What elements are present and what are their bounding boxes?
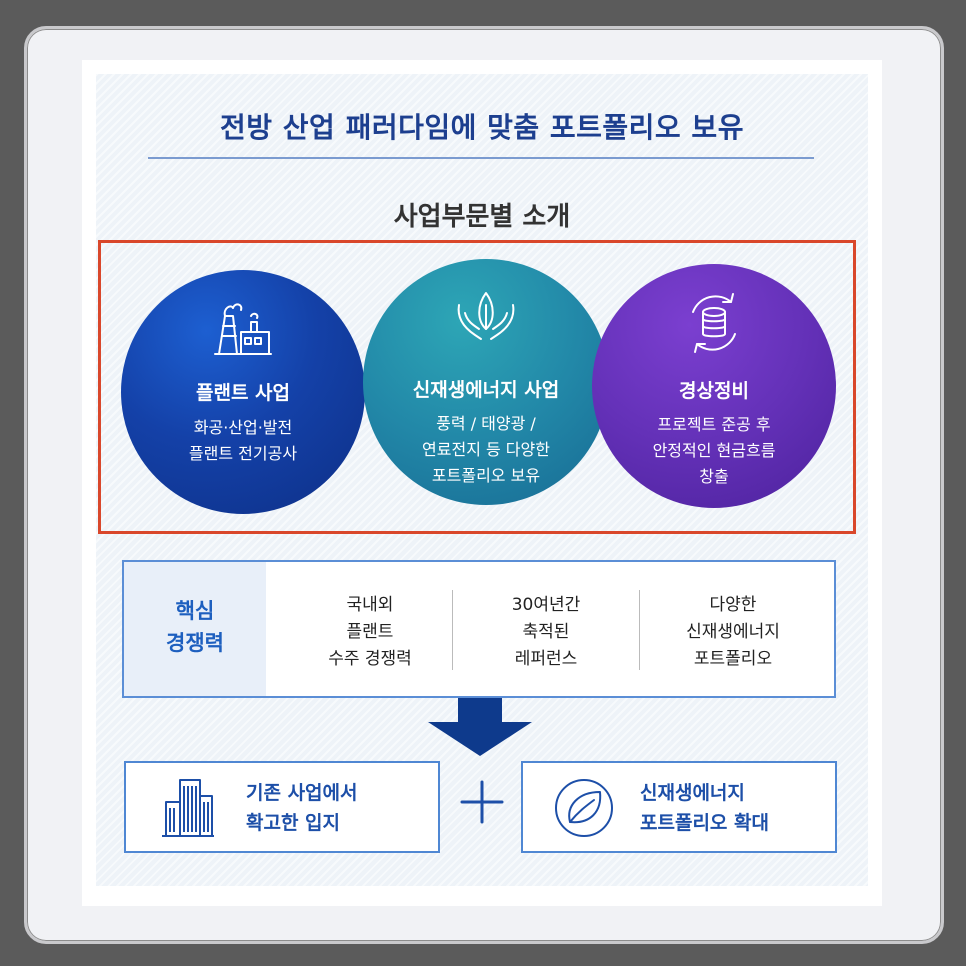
outcome-box-existing xyxy=(124,761,440,853)
outcome-line: 기존 사업에서 xyxy=(246,782,358,804)
desc-line: 창출 xyxy=(699,467,729,486)
business-desc: 풍력 / 태양광 / 연료전지 등 다양한 포트폴리오 보유 xyxy=(363,411,609,489)
desc-line: 화공·산업·발전 xyxy=(193,418,293,437)
desc-line: 플랜트 전기공사 xyxy=(188,444,298,463)
business-title: 플랜트 사업 xyxy=(195,382,290,404)
desc-line: 연료전지 등 다양한 xyxy=(422,440,550,459)
main-title: 전방 산업 패러다임에 맞춤 포트폴리오 보유 xyxy=(220,111,744,144)
core-item-line: 수주 경쟁력 xyxy=(328,649,412,669)
core-item: 다양한 신재생에너지 포트폴리오 xyxy=(648,592,818,673)
coins-cycle-icon xyxy=(681,290,747,360)
business-circle-maintenance: 경상정비 프로젝트 준공 후 안정적인 현금흐름 창출 xyxy=(592,264,836,508)
core-label-line: 핵심 xyxy=(175,599,215,623)
outcome-text: 신재생에너지 포트폴리오 확대 xyxy=(640,778,769,838)
desc-line: 안정적인 현금흐름 xyxy=(652,441,776,460)
business-title: 신재생에너지 사업 xyxy=(412,379,560,401)
plus-icon xyxy=(458,778,506,830)
core-label-line: 경쟁력 xyxy=(166,631,224,655)
core-item-line: 30여년간 xyxy=(511,595,581,615)
section-subtitle: 사업부문별 소개 xyxy=(393,202,571,232)
business-circle-renewable: 신재생에너지 사업 풍력 / 태양광 / 연료전지 등 다양한 포트폴리오 보유 xyxy=(363,259,609,505)
outcome-box-renewable xyxy=(521,761,837,853)
outcome-line: 신재생에너지 xyxy=(640,782,745,804)
buildings-icon xyxy=(156,776,220,844)
core-divider xyxy=(639,590,640,670)
highlight-box xyxy=(98,240,856,534)
business-circle-plant: 플랜트 사업 화공·산업·발전 플랜트 전기공사 xyxy=(121,270,365,514)
title-divider xyxy=(148,157,814,159)
core-label: 핵심 경쟁력 xyxy=(124,595,266,659)
desc-line: 프로젝트 준공 후 xyxy=(657,415,771,434)
core-item-line: 플랜트 xyxy=(346,622,394,642)
core-item-line: 신재생에너지 xyxy=(686,622,780,642)
business-desc: 화공·산업·발전 플랜트 전기공사 xyxy=(121,415,365,467)
power-plant-icon xyxy=(211,296,275,364)
down-arrow-icon xyxy=(428,698,532,760)
core-item: 30여년간 축적된 레퍼런스 xyxy=(466,592,626,673)
core-item-line: 포트폴리오 xyxy=(693,649,773,669)
desc-line: 풍력 / 태양광 / xyxy=(436,414,536,433)
outcome-line: 확고한 입지 xyxy=(246,812,341,834)
core-item-line: 레퍼런스 xyxy=(514,649,578,669)
desc-line: 포트폴리오 보유 xyxy=(431,466,541,485)
business-title: 경상정비 xyxy=(679,380,749,402)
outcome-line: 포트폴리오 확대 xyxy=(640,812,769,834)
hands-leaf-icon xyxy=(451,285,521,353)
core-item-line: 국내외 xyxy=(346,595,394,615)
core-item-line: 축적된 xyxy=(522,622,570,642)
core-item-line: 다양한 xyxy=(709,595,757,615)
core-label-bg xyxy=(124,562,266,696)
leaf-circle-icon xyxy=(552,776,616,844)
business-desc: 프로젝트 준공 후 안정적인 현금흐름 창출 xyxy=(592,412,836,490)
core-item: 국내외 플랜트 수주 경쟁력 xyxy=(290,592,450,673)
outcome-text: 기존 사업에서 확고한 입지 xyxy=(246,778,358,838)
core-divider xyxy=(452,590,453,670)
